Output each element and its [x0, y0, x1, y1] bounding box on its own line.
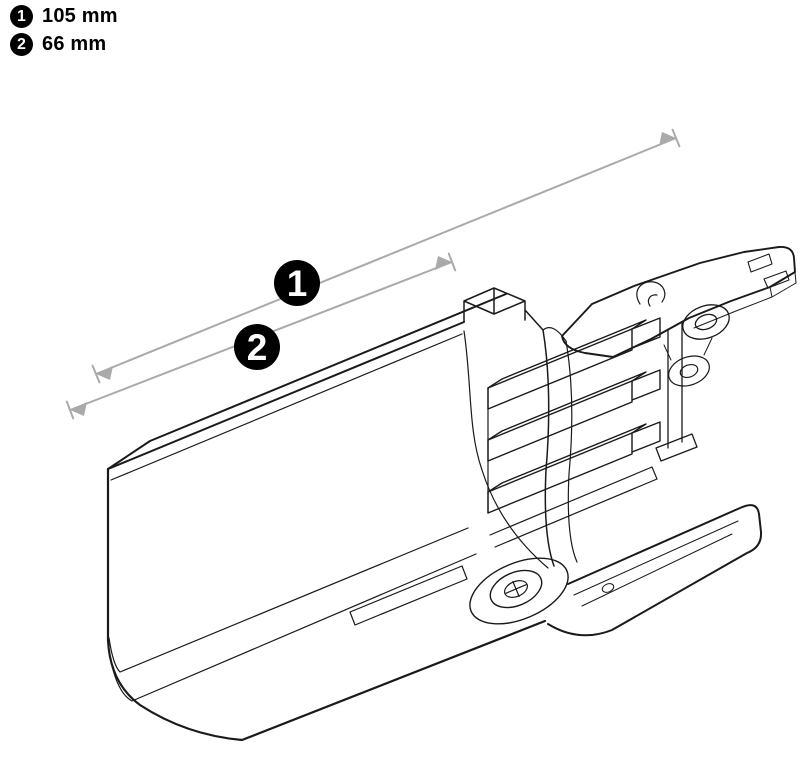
- body-top-front-edge: [107, 321, 465, 470]
- neck-top-cap: [542, 327, 567, 342]
- tray-outline: [547, 504, 763, 637]
- body-outline: [106, 467, 547, 742]
- body-right-step: [463, 287, 544, 331]
- body-top-back-edge: [107, 293, 507, 470]
- legend-marker-1: 1: [10, 5, 33, 28]
- dimension-1-arrow-left: [96, 366, 113, 380]
- legend-value-1: 105 mm: [42, 5, 118, 27]
- terminal-slab-3-top: [487, 423, 647, 493]
- dimension-1-arrow-right: [659, 132, 676, 146]
- connector-neck: [542, 327, 578, 567]
- terminal-ledge: [489, 466, 658, 548]
- neck-back-curve: [565, 340, 578, 563]
- screw-platform: [469, 557, 569, 625]
- dimension-2-arrow-right: [435, 256, 452, 270]
- legend-row-2: 2 66 mm: [10, 33, 118, 56]
- dimension-markers: 1 2: [234, 260, 320, 370]
- dimension-legend: 1 105 mm 2 66 mm: [10, 5, 118, 56]
- connector-body: [106, 287, 549, 742]
- dimension-marker-1-circle: [274, 260, 320, 306]
- dimension-1-line: [95, 137, 677, 375]
- plate-hole-small-outer: [668, 355, 710, 387]
- terminal-slab-1-tab: [631, 317, 661, 349]
- carrier-post: [655, 321, 698, 462]
- plate-hole-large: [682, 304, 730, 340]
- legend-row-1: 1 105 mm: [10, 5, 118, 28]
- terminal-slab-3-tab: [631, 421, 661, 453]
- body-connector-seam: [463, 330, 549, 569]
- dimension-marker-2-circle: [234, 324, 280, 370]
- dimension-marker-1-label: 1: [287, 263, 308, 304]
- plate-hole-large-inner: [694, 313, 718, 331]
- plate-end-tabs: [747, 253, 790, 289]
- contact-terminals: [487, 317, 661, 548]
- terminal-slab-2-top: [487, 371, 647, 441]
- body-top-chamfer-line: [110, 333, 463, 481]
- screw-detail: [469, 557, 569, 625]
- tray-detail-mark: [601, 583, 615, 593]
- neck-front-curve: [542, 329, 555, 567]
- screw-cross-slot: [505, 581, 527, 597]
- label-recess: [349, 565, 468, 626]
- terminal-slab-2-tab: [631, 369, 661, 401]
- dimension-marker-2: 2: [234, 324, 280, 370]
- terminal-slab-3-front: [487, 432, 633, 514]
- plate-hole-small: [668, 355, 710, 387]
- screw-boss: [489, 569, 543, 609]
- dimension-marker-1: 1: [274, 260, 320, 306]
- plate-thickness-line: [693, 271, 797, 329]
- screw-boss-outer: [489, 569, 543, 609]
- legend-value-2: 66 mm: [42, 33, 107, 55]
- connector-drawing: [106, 246, 797, 742]
- bottom-tray: [547, 504, 763, 637]
- plate-hole-small-inner: [679, 363, 699, 379]
- post-foot: [655, 433, 698, 462]
- terminal-slab-1-front: [487, 328, 633, 410]
- dimension-marker-2-label: 2: [247, 327, 268, 368]
- dimension-2-arrow-left: [70, 402, 87, 416]
- tray-lip-lines: [573, 520, 739, 607]
- plate-arm-lines: [663, 337, 713, 361]
- plate-hole-large-outer: [682, 304, 730, 340]
- mounting-plate: [561, 246, 797, 387]
- body-bottom-chamfer-2: [111, 553, 477, 702]
- dimension-lines: [65, 128, 681, 420]
- terminal-slab-2-front: [487, 380, 633, 462]
- body-bottom-chamfer-1: [108, 527, 469, 673]
- dimension-line-1: [91, 128, 681, 384]
- legend-marker-2: 2: [10, 33, 33, 56]
- plate-hook: [636, 281, 666, 307]
